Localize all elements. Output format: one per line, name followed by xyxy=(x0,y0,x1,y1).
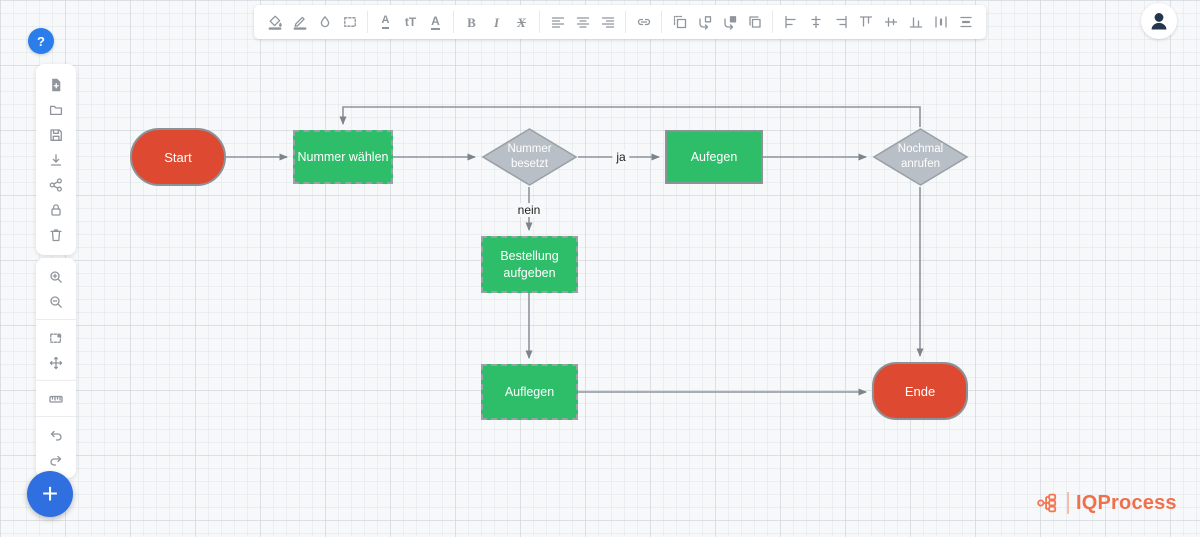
node-start[interactable]: Start xyxy=(130,128,226,186)
node-nochmal-anrufen[interactable]: Nochmal anrufen xyxy=(872,127,969,187)
trash-icon[interactable] xyxy=(42,222,70,247)
node-label: Bestellung aufgeben xyxy=(500,248,559,280)
clear-format-icon[interactable]: X xyxy=(517,14,526,30)
object-align-group xyxy=(775,5,981,39)
edge-color-icon[interactable] xyxy=(287,9,312,35)
node-label: Nummer wählen xyxy=(297,149,389,164)
link-group xyxy=(628,5,659,39)
obj-align-top-icon[interactable] xyxy=(853,9,878,35)
share-icon[interactable] xyxy=(42,172,70,197)
distribute-h-icon[interactable] xyxy=(928,9,953,35)
italic-icon[interactable]: I xyxy=(493,14,500,30)
panel-divider xyxy=(36,416,76,417)
shape-style-group xyxy=(259,5,365,39)
toolbar-divider xyxy=(772,11,773,33)
toolbar-divider xyxy=(625,11,626,33)
diamond-shape xyxy=(872,128,969,186)
add-shape-button[interactable]: + xyxy=(27,471,73,517)
toolbar-divider xyxy=(453,11,454,33)
save-icon[interactable] xyxy=(42,122,70,147)
bold-icon[interactable]: B xyxy=(467,14,476,30)
font-color-icon[interactable]: A xyxy=(373,9,398,35)
edge-loop-nochmal-anrufen-to-nummer-waehlen[interactable] xyxy=(339,106,921,127)
align-left-icon[interactable] xyxy=(545,9,570,35)
iqprocess-icon xyxy=(1037,493,1057,513)
node-bestellung-aufgeben[interactable]: Bestellung aufgeben xyxy=(481,236,578,293)
panel-divider xyxy=(36,380,76,381)
node-aufegen[interactable]: Aufegen xyxy=(665,130,763,184)
arrange-group xyxy=(664,5,770,39)
view-tools-panel xyxy=(36,258,76,478)
font-size-icon[interactable]: tT xyxy=(404,15,417,29)
node-auflegen[interactable]: Auflegen xyxy=(481,364,578,420)
fill-color-icon[interactable] xyxy=(262,9,287,35)
node-ende[interactable]: Ende xyxy=(872,362,968,420)
file-tools-panel xyxy=(36,64,76,255)
lock-icon[interactable] xyxy=(42,197,70,222)
toolbar-divider xyxy=(539,11,540,33)
user-avatar[interactable] xyxy=(1141,3,1177,39)
folder-icon[interactable] xyxy=(42,97,70,122)
new-file-icon[interactable] xyxy=(42,72,70,97)
edge-label-nein[interactable]: nein xyxy=(513,203,545,217)
bring-forward-icon[interactable] xyxy=(717,9,742,35)
obj-align-left-icon[interactable] xyxy=(778,9,803,35)
link-icon[interactable] xyxy=(631,9,656,35)
node-nummer-waehlen[interactable]: Nummer wählen xyxy=(293,130,393,184)
toolbar-divider xyxy=(367,11,368,33)
align-center-icon[interactable] xyxy=(570,9,595,35)
obj-align-middle-icon[interactable] xyxy=(878,9,903,35)
text-align-group xyxy=(542,5,623,39)
zoom-out-icon[interactable] xyxy=(42,289,70,314)
bring-to-front-icon[interactable] xyxy=(667,9,692,35)
send-backward-icon[interactable] xyxy=(692,9,717,35)
obj-align-right-icon[interactable] xyxy=(828,9,853,35)
ruler-icon[interactable] xyxy=(42,386,70,411)
node-label: Ende xyxy=(904,383,936,399)
help-button[interactable]: ? xyxy=(28,28,54,54)
distribute-v-icon[interactable] xyxy=(953,9,978,35)
help-glyph: ? xyxy=(37,33,45,49)
move-icon[interactable] xyxy=(42,350,70,375)
obj-align-bottom-icon[interactable] xyxy=(903,9,928,35)
undo-icon[interactable] xyxy=(42,422,70,447)
text-style-group: B I X xyxy=(456,5,537,39)
align-right-icon[interactable] xyxy=(595,9,620,35)
node-label: Auflegen xyxy=(504,384,555,399)
select-area-icon[interactable] xyxy=(42,325,70,350)
panel-divider xyxy=(36,319,76,320)
node-label: Start xyxy=(164,149,192,165)
redo-icon[interactable] xyxy=(42,447,70,472)
toolbar-divider xyxy=(661,11,662,33)
font-group: A tT A xyxy=(370,5,451,39)
logo-separator xyxy=(1067,492,1069,514)
iqprocess-logo: IQProcess xyxy=(1036,491,1177,515)
plus-icon: + xyxy=(41,478,59,509)
node-nummer-besetzt[interactable]: Nummer besetzt xyxy=(481,127,578,187)
person-icon xyxy=(1151,13,1167,30)
node-label: Nochmal anrufen xyxy=(897,143,944,170)
node-label: Aufegen xyxy=(690,149,738,164)
shape-outline-icon[interactable] xyxy=(337,9,362,35)
format-toolbar: A tT A B I X xyxy=(254,5,986,39)
obj-align-center-h-icon[interactable] xyxy=(803,9,828,35)
underline-icon[interactable]: A xyxy=(431,13,440,30)
edge-label-ja[interactable]: ja xyxy=(612,150,630,164)
duplicate-icon[interactable] xyxy=(742,9,767,35)
download-icon[interactable] xyxy=(42,147,70,172)
diamond-shape xyxy=(481,128,578,186)
node-label: Nummer besetzt xyxy=(507,143,552,170)
droplet-icon[interactable] xyxy=(312,9,337,35)
zoom-in-icon[interactable] xyxy=(42,264,70,289)
logo-text: IQProcess xyxy=(1076,491,1177,514)
